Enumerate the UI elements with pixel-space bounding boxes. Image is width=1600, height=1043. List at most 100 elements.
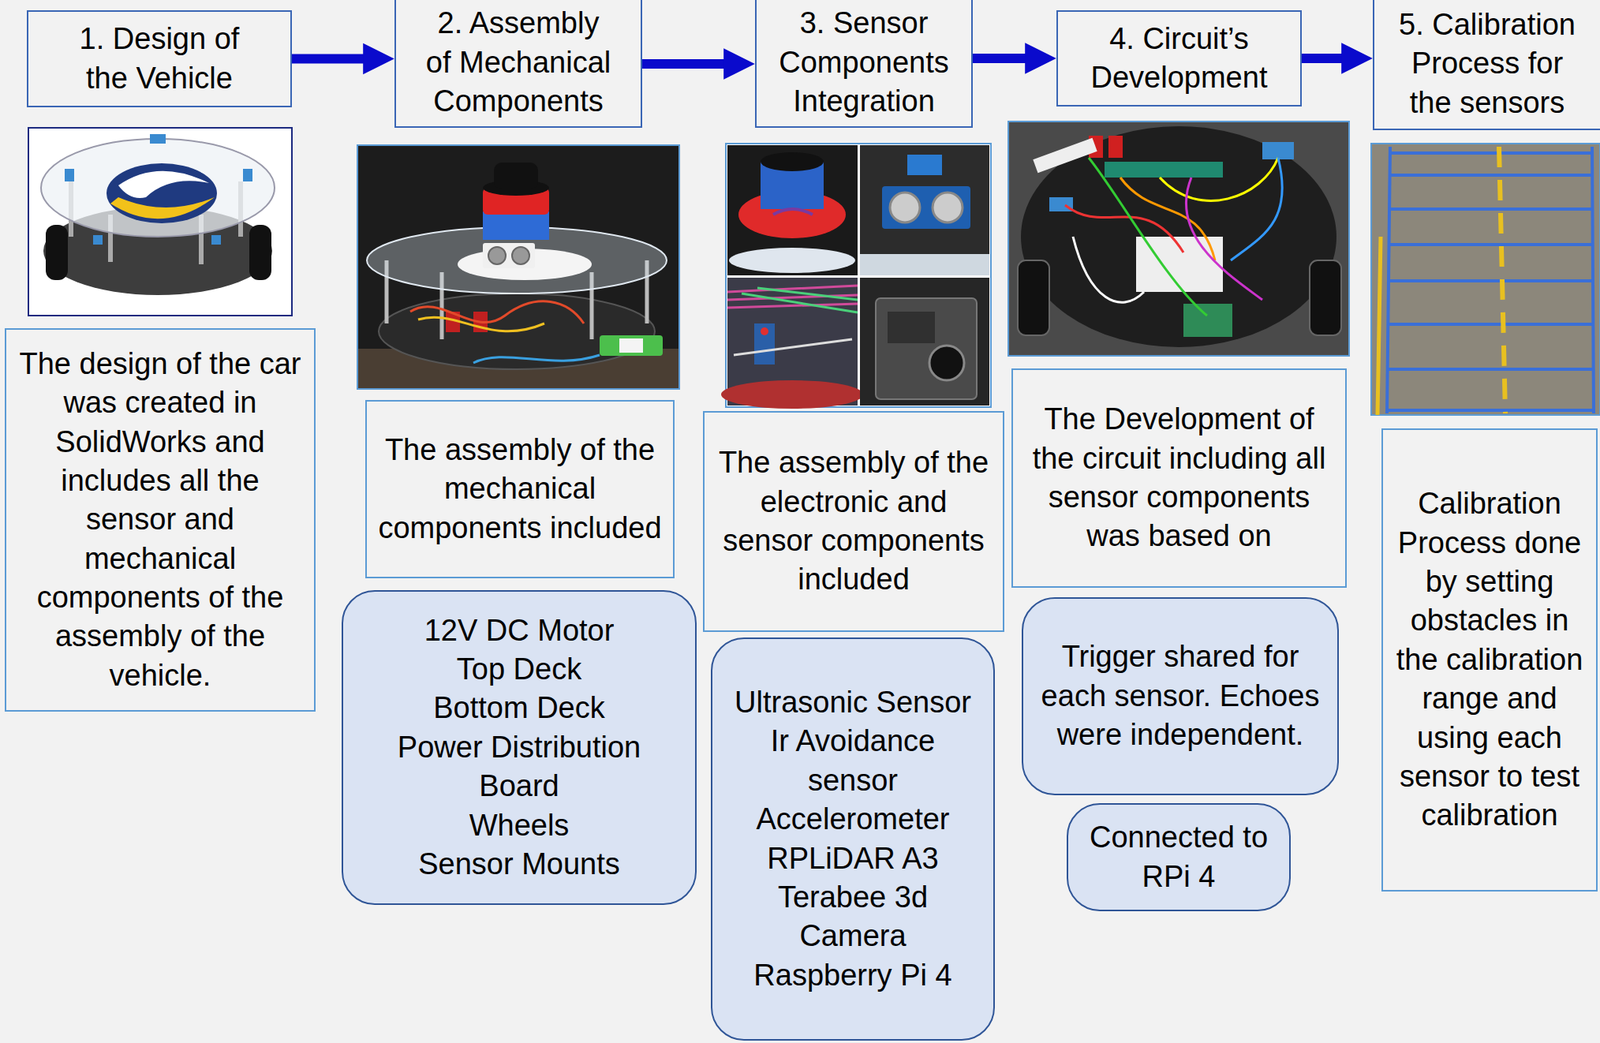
box-text: Raspberry Pi 4 <box>723 956 983 995</box>
circuit-photo <box>1008 121 1350 356</box>
text-group: Trigger shared for each sensor. Echoes w… <box>1034 637 1327 755</box>
sensor-photos-part <box>929 345 965 381</box>
assembly-photo-part <box>512 246 530 265</box>
cad-render-part <box>28 127 292 316</box>
circuit-photo-part <box>1008 121 1350 356</box>
step-title: 3. Sensor Components Integration <box>762 3 965 121</box>
circuit-photo-part <box>1309 260 1342 336</box>
box-text: Power Distribution Board <box>354 728 685 807</box>
cad-render-part <box>45 224 68 281</box>
box-text: Ultrasonic Sensor <box>723 683 983 722</box>
text-group: 12V DC MotorTop DeckBottom DeckPower Dis… <box>354 611 685 885</box>
cad-render <box>28 127 292 316</box>
text-group: 4. Circuit’s Development <box>1064 19 1294 98</box>
cad-render-part <box>249 224 272 281</box>
cad-render-part <box>211 235 221 245</box>
description-box: Calibration Process done by setting obst… <box>1381 428 1598 892</box>
sensor-photos-part <box>887 311 935 344</box>
sensor-photos-part <box>728 247 856 273</box>
box-text: The assembly of the mechanical component… <box>374 430 666 548</box>
circuit-photo-part <box>1159 157 1279 201</box>
calibration-photo-part <box>1389 242 1593 247</box>
calibration-photo <box>1371 143 1600 415</box>
circuit-photo-part <box>1032 138 1097 173</box>
sensor-photos <box>721 143 991 409</box>
cad-render-part <box>118 171 210 199</box>
box-text: Calibration Process done by setting obst… <box>1390 484 1589 836</box>
assembly-photo-part <box>357 145 680 389</box>
calibration-photo-part <box>1377 236 1381 415</box>
assembly-photo <box>357 145 680 389</box>
flow-arrow <box>642 59 740 69</box>
box-text: Terabee 3d Camera <box>723 878 983 957</box>
calibration-photo-part <box>1387 367 1593 371</box>
sensor-photos-part <box>932 192 963 223</box>
assembly-photo-part <box>410 301 584 324</box>
cad-render-part <box>149 134 166 144</box>
box-text: The assembly of the electronic and senso… <box>712 443 995 600</box>
sensor-photos-part <box>754 323 775 365</box>
sensor-photos-part <box>760 327 769 336</box>
circuit-photo-part <box>1120 177 1215 261</box>
calibration-photo-part <box>1389 279 1593 283</box>
sensor-photos-part <box>859 254 990 276</box>
step-header: 3. Sensor Components Integration <box>755 0 973 128</box>
assembly-photo-part <box>619 338 643 353</box>
assembly-photo-part <box>488 246 506 265</box>
assembly-photo-part <box>482 242 535 269</box>
step-header: 5. Calibration Process for the sensors <box>1372 0 1600 131</box>
step-header: 1. Design of the Vehicle <box>26 10 292 108</box>
circuit-photo-part <box>1017 260 1050 336</box>
calibration-photo-part <box>1371 143 1600 415</box>
sensor-photos-part <box>773 209 813 215</box>
assembly-photo-part <box>493 162 539 190</box>
calibration-photo-part <box>1390 151 1593 155</box>
box-text: Top Deck <box>354 650 685 689</box>
circuit-photo-part <box>1104 161 1223 178</box>
calibration-photo-part <box>1386 408 1594 412</box>
circuit-photo-part <box>1020 126 1337 348</box>
assembly-photo-part <box>378 293 655 370</box>
list-box: 12V DC MotorTop DeckBottom DeckPower Dis… <box>341 590 697 905</box>
sensor-photos-part <box>727 145 858 276</box>
list-box: Ultrasonic SensorIr Avoidance sensorAcce… <box>710 637 995 1041</box>
text-group: 2. Assembly of Mechanical Components <box>423 3 614 121</box>
text-group: The Development of the circuit including… <box>1020 400 1338 557</box>
text-group: The design of the car was created in Sol… <box>14 344 307 696</box>
step-title: 4. Circuit’s Development <box>1064 19 1294 98</box>
circuit-photo-part <box>1072 236 1144 303</box>
flow-arrow <box>291 54 379 64</box>
box-text: Bottom Deck <box>354 688 685 728</box>
text-group: The assembly of the mechanical component… <box>374 430 666 548</box>
description-box: The design of the car was created in Sol… <box>4 328 316 712</box>
text-group: Ultrasonic SensorIr Avoidance sensorAcce… <box>723 683 983 995</box>
assembly-photo-part <box>473 355 600 363</box>
circuit-photo-part <box>1185 177 1263 300</box>
step-header: 2. Assembly of Mechanical Components <box>394 0 643 128</box>
calibration-photo-part <box>1390 207 1593 211</box>
text-group: Connected to RPi 4 <box>1079 818 1279 897</box>
sensor-photos-part <box>721 380 864 409</box>
note-box: Connected to RPi 4 <box>1066 803 1291 912</box>
cad-render-part <box>41 138 275 237</box>
step-header: 4. Circuit’s Development <box>1056 10 1302 107</box>
assembly-photo-part <box>599 335 663 356</box>
cad-render-part <box>110 197 215 219</box>
assembly-photo-part <box>482 211 550 240</box>
sensor-photos-part <box>725 143 991 408</box>
circuit-photo-part <box>1108 135 1123 158</box>
step-title: 2. Assembly of Mechanical Components <box>423 3 614 121</box>
sensor-photos-part <box>875 298 977 400</box>
sensor-photos-part <box>760 152 824 172</box>
assembly-photo-part <box>418 317 545 332</box>
text-group: 3. Sensor Components Integration <box>762 3 965 121</box>
sensor-photos-part <box>741 287 858 313</box>
calibration-photo-part <box>1390 173 1593 177</box>
box-text: Accelerometer <box>723 800 983 839</box>
description-box: The assembly of the mechanical component… <box>365 400 675 579</box>
cad-render-part <box>106 163 217 224</box>
sensor-photos-part <box>889 192 920 223</box>
box-text: Wheels <box>354 806 685 845</box>
box-text: Ir Avoidance sensor <box>723 721 983 800</box>
cad-render-part <box>93 235 103 245</box>
